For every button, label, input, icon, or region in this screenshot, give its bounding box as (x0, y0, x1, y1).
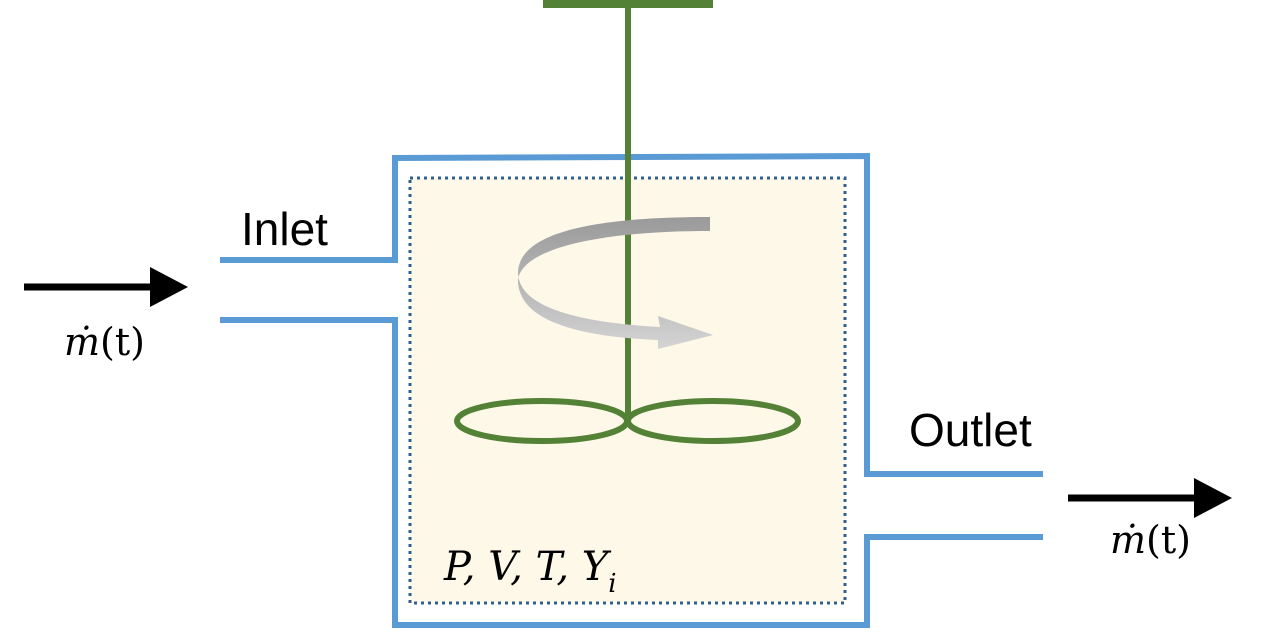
outlet-arrow-head (1194, 478, 1232, 518)
inlet-mass-flow-label: ṁ(t) (64, 320, 145, 364)
species-subscript: i (608, 569, 616, 599)
inlet-label: Inlet (241, 203, 328, 255)
vessel-wall-lower (220, 317, 1043, 628)
state-variables: P, V, T, Y (443, 544, 612, 590)
impeller-blade-right (625, 398, 801, 444)
state-variables-label: P, V, T, Yi (443, 544, 617, 599)
rotation-swirl-arrow (518, 217, 713, 349)
outlet-mass-flow-argument: (t) (1146, 518, 1191, 562)
outlet-mass-flow-label: ṁ(t) (1110, 518, 1191, 562)
inlet-mass-flow-symbol: ṁ (64, 320, 100, 364)
outlet-mass-flow-symbol: ṁ (1110, 518, 1146, 562)
outlet-label: Outlet (909, 404, 1032, 456)
inlet-mass-flow-argument: (t) (100, 320, 145, 364)
inlet-arrow-head (150, 267, 188, 307)
